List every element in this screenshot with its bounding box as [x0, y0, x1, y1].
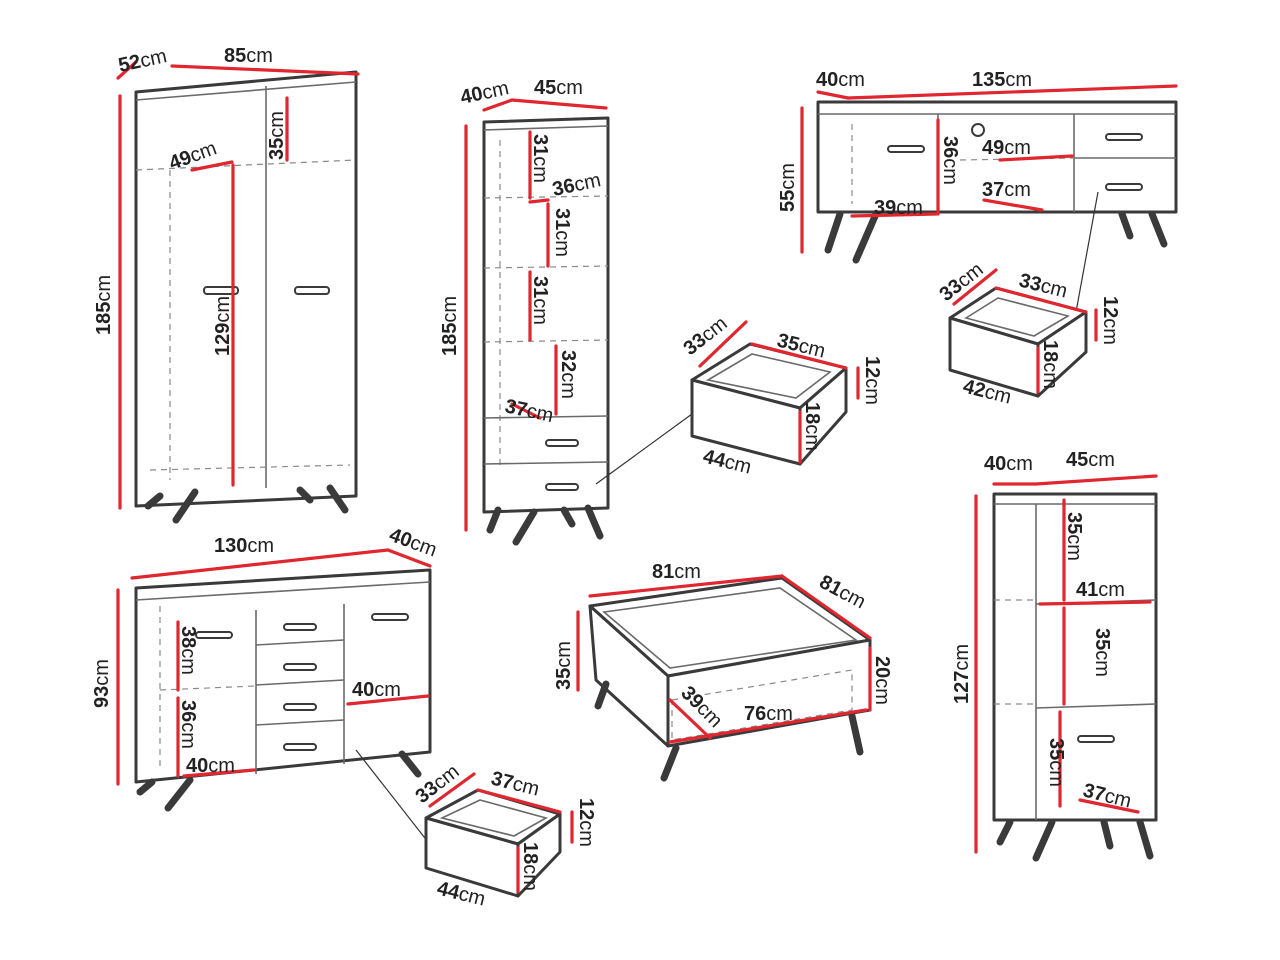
coffee-table-dimensions [576, 574, 872, 744]
tall-drawer-leader [595, 413, 693, 485]
tv-stand-shelf-height-label: 36cm [939, 136, 961, 185]
wardrobe-top-section-label: 35cm [266, 111, 288, 160]
tv-stand-depth-label: 40cm [816, 69, 865, 91]
tv-drawer-dimensions [952, 268, 1098, 394]
tv-stand-width-label: 135cm [972, 69, 1032, 91]
wardrobe [134, 70, 358, 524]
tall-cabinet-height-label: 185cm [439, 296, 461, 356]
coffee-table-shelf-height-label: 20cm [871, 656, 893, 705]
tv-drawer-inner-height-label: 12cm [1099, 296, 1121, 345]
coffee-table-height-label: 35cm [553, 641, 575, 690]
tv-stand [816, 100, 1178, 264]
tall-drawer-dimensions [698, 320, 860, 464]
display-cabinet-upper-label: 35cm [1063, 512, 1085, 561]
sideboard-drawer-outer-height-label: 18cm [519, 842, 541, 891]
tv-stand-bottom-shelf-depth-label: 37cm [982, 179, 1031, 201]
tv-drawer-leader [1075, 191, 1099, 313]
sideboard-width-label: 130cm [214, 535, 274, 557]
sideboard-drawer-outer-width-label: 44cm [435, 878, 488, 911]
display-cabinet-depth-label: 40cm [984, 453, 1033, 475]
sideboard [134, 568, 432, 812]
wardrobe-depth-label: 52cm [116, 45, 168, 77]
sideboard-depth-label: 40cm [386, 524, 439, 561]
sideboard-lower-label: 36cm [177, 700, 199, 749]
tall-cabinet-depth-label: 40cm [458, 77, 510, 109]
sideboard-bottom-width-label: 40cm [186, 755, 235, 777]
tall-drawer-outer-height-label: 18cm [801, 402, 823, 451]
sideboard-drawer-dimensions [428, 772, 574, 894]
tall-drawer-inner-height-label: 12cm [861, 356, 883, 405]
tv-stand-bottom-width-label: 39cm [874, 197, 923, 219]
coffee-table-width-label: 81cm [652, 561, 701, 583]
display-cabinet-dimensions [974, 474, 1158, 854]
coffee-table-shelf-width-label: 76cm [744, 703, 793, 725]
tv-stand-dimensions [800, 84, 1178, 254]
display-cabinet-width-label: 45cm [1066, 449, 1115, 471]
sideboard-drawer-leader [355, 749, 429, 843]
tv-drawer-outer-height-label: 18cm [1039, 340, 1061, 389]
wardrobe-dimensions [116, 60, 360, 510]
display-cabinet-lower-label: 35cm [1045, 738, 1067, 787]
display-cabinet-middle-label: 35cm [1091, 628, 1113, 677]
sideboard-door-width-label: 40cm [352, 679, 401, 701]
tall-cabinet-shelf-2-label: 31cm [551, 208, 573, 257]
tall-cabinet-width-label: 45cm [534, 77, 583, 99]
tall-cabinet-lower-depth-label: 37cm [503, 395, 555, 427]
tall-cabinet-shelf-1-label: 31cm [529, 134, 551, 183]
tall-cabinet-shelf-depth-label: 36cm [550, 169, 602, 201]
wardrobe-door-height-label: 129cm [212, 296, 234, 356]
wardrobe-width-label: 85cm [224, 45, 273, 67]
tv-stand-top-shelf-depth-label: 49cm [982, 137, 1031, 159]
sideboard-height-label: 93cm [91, 659, 113, 708]
tv-stand-height-label: 55cm [777, 163, 799, 212]
wardrobe-height-label: 185cm [93, 275, 115, 335]
tall-cabinet-shelf-4-label: 32cm [557, 350, 579, 399]
tv-drawer [948, 286, 1088, 398]
coffee-table [588, 576, 872, 782]
display-cabinet-height-label: 127cm [951, 644, 973, 704]
tall-drawer-outer-width-label: 44cm [701, 446, 754, 479]
tall-cabinet [482, 116, 610, 546]
sideboard-drawer-inner-height-label: 12cm [575, 798, 597, 847]
tall-drawer-depth-label: 33cm [680, 312, 732, 359]
sideboard-dimensions [116, 548, 432, 786]
tall-cabinet-shelf-3-label: 31cm [529, 276, 551, 325]
tall-cabinet-dimensions [464, 98, 608, 532]
sideboard-upper-label: 38cm [177, 626, 199, 675]
display-cabinet-shelf-width-label: 41cm [1076, 579, 1125, 601]
sideboard-drawer [424, 788, 562, 898]
